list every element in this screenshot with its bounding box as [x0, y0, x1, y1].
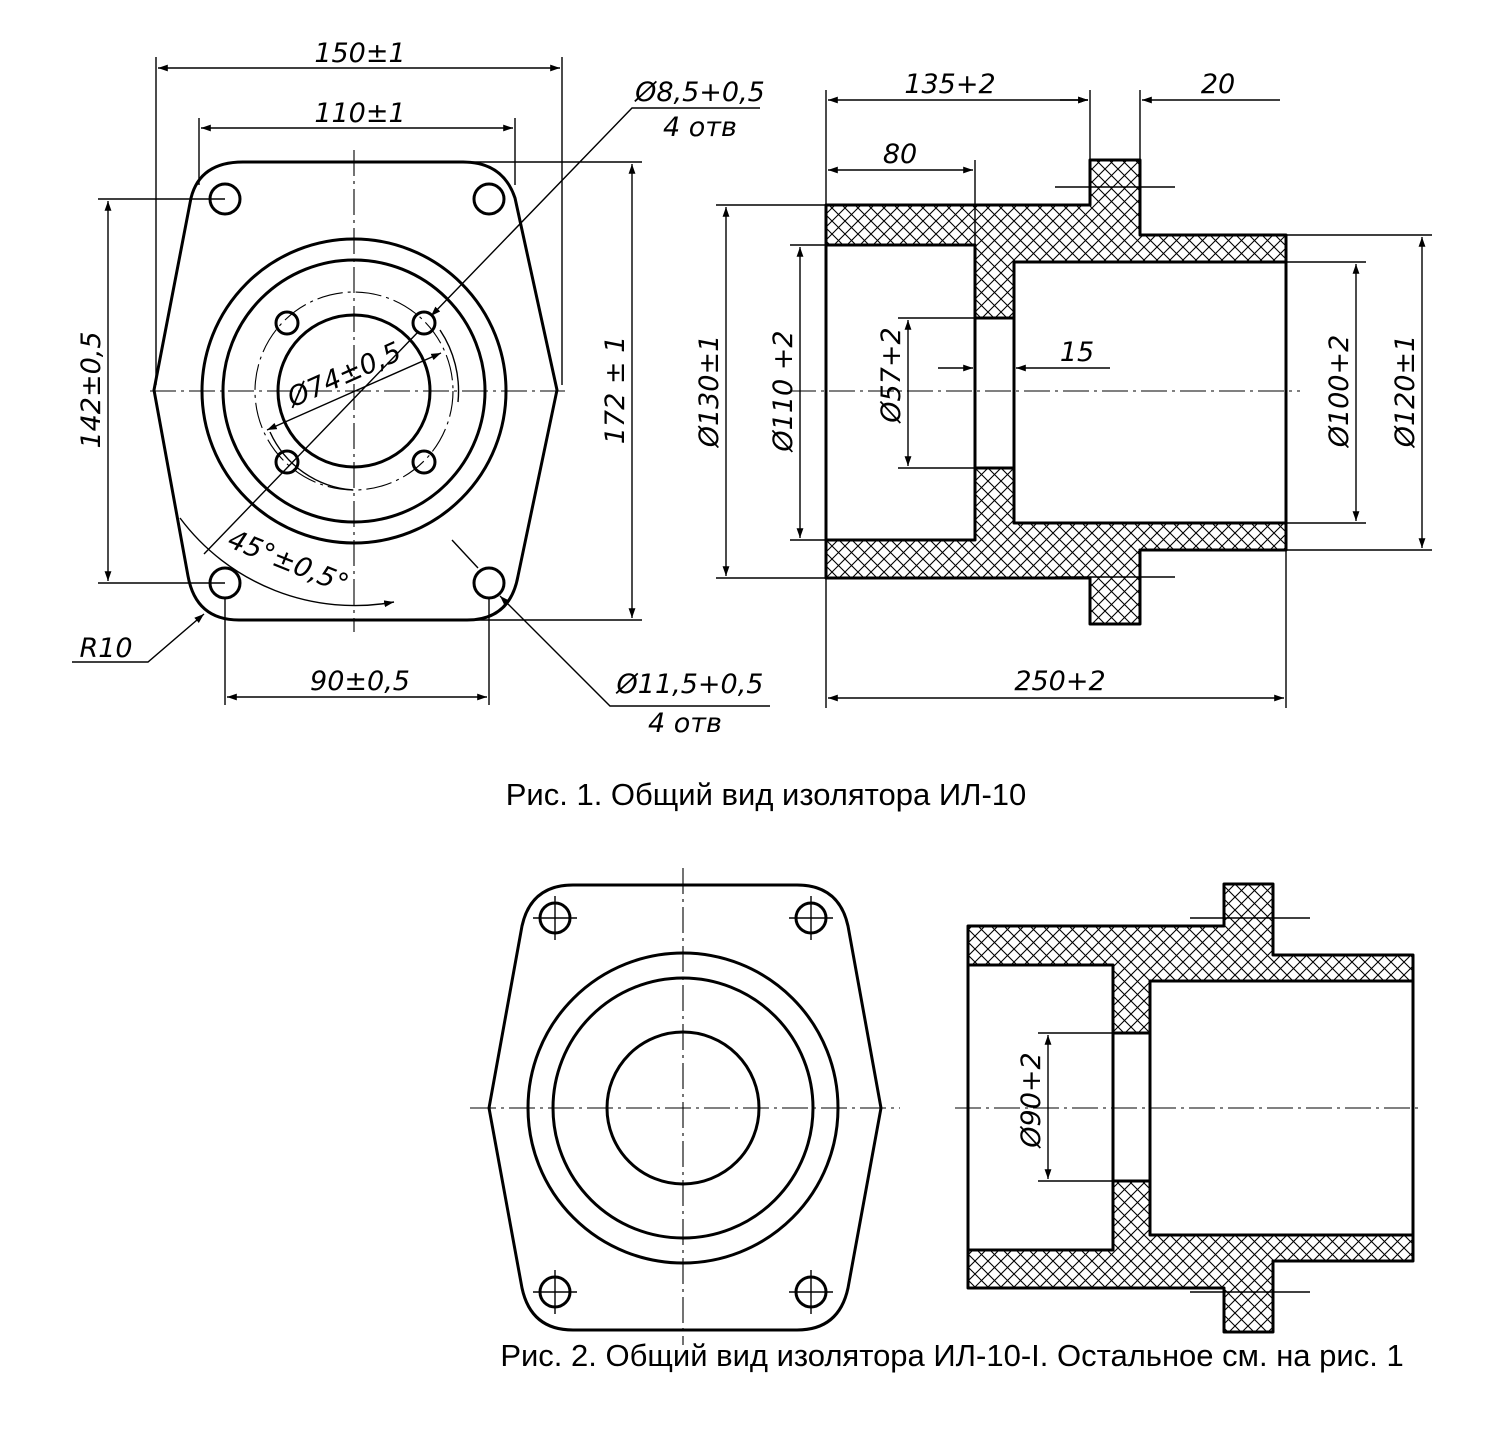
- leader-hole-small-ext: [203, 330, 420, 555]
- dim-172-label: 172 ± 1: [600, 336, 631, 445]
- small-hole: [411, 310, 437, 336]
- dim-120-label: Ø120±1: [1390, 335, 1421, 449]
- flange-outline: [487, 883, 883, 1332]
- angle-arc: [179, 517, 395, 608]
- figure2-caption: Рис. 2. Общий вид изолятора ИЛ-10-I. Ост…: [500, 1338, 1403, 1373]
- dim-110-dia-label: Ø110 +2: [768, 330, 799, 452]
- dim-hole-large-qty: 4 отв: [648, 708, 722, 739]
- leader-hole-large: [451, 539, 479, 569]
- corner-hole: [533, 896, 577, 940]
- section-lower: [966, 1179, 1415, 1334]
- corner-hole: [533, 1270, 577, 1314]
- figure1-caption: Рис. 1. Общий вид изолятора ИЛ-10: [506, 777, 1027, 812]
- dim-135-label: 135+2: [904, 69, 995, 100]
- dim-150-label: 150±1: [314, 38, 405, 69]
- small-hole: [274, 449, 300, 475]
- dim-20-label: 20: [1201, 69, 1235, 100]
- dim-100-label: Ø100+2: [1324, 335, 1355, 449]
- dim-250-label: 250+2: [1014, 666, 1105, 697]
- fig2-section-view: Ø90+2: [955, 882, 1420, 1334]
- corner-hole: [472, 182, 506, 216]
- section-upper: [966, 882, 1415, 1035]
- dim-hole-large-label: Ø11,5+0,5: [616, 669, 764, 700]
- fig1-section-view: 135+2 20 80 15 250+2 Ø130±1 Ø110 +2 Ø57+: [694, 69, 1432, 708]
- dim-110-label: 110±1: [314, 98, 405, 129]
- corner-hole: [789, 896, 833, 940]
- dim-15-label: 15: [1060, 337, 1094, 368]
- dim-130-label: Ø130±1: [694, 335, 725, 449]
- section-upper: [824, 158, 1288, 320]
- flange-outline: [152, 160, 559, 622]
- leader-hole-small: [430, 107, 760, 317]
- dim-hole-small-qty: 4 отв: [663, 112, 737, 143]
- dim-80-label: 80: [883, 139, 917, 170]
- corner-hole: [789, 1270, 833, 1314]
- bolt-pitch-circle: [254, 291, 454, 491]
- dim-hole-small-label: Ø8,5+0,5: [634, 77, 765, 108]
- dim-90-label: 90±0,5: [310, 666, 410, 697]
- dim-angle-label: 45°±0,5°: [224, 524, 353, 600]
- angle-arc-right: [439, 329, 460, 403]
- corner-hole: [472, 566, 506, 600]
- angle-arc-inner: [269, 431, 354, 491]
- small-hole: [274, 310, 300, 336]
- dim-r10-label: R10: [79, 633, 132, 664]
- fig2-front-view: [470, 868, 900, 1345]
- small-hole: [411, 449, 437, 475]
- dim-57-label: Ø57+2: [876, 327, 907, 423]
- fig1-front-view: 150±1 110±1 142±0,5 172 ± 1 90±0,5 R10 Ø…: [72, 38, 770, 739]
- dim-line-74: [266, 352, 442, 431]
- section-lower: [824, 466, 1288, 626]
- dim-90-dia-label: Ø90+2: [1016, 1052, 1047, 1148]
- leader-hole-large: [499, 595, 770, 707]
- dim-74-label: Ø74±0,5: [282, 336, 406, 414]
- leader-r10: [72, 613, 205, 663]
- dim-142-label: 142±0,5: [76, 331, 107, 448]
